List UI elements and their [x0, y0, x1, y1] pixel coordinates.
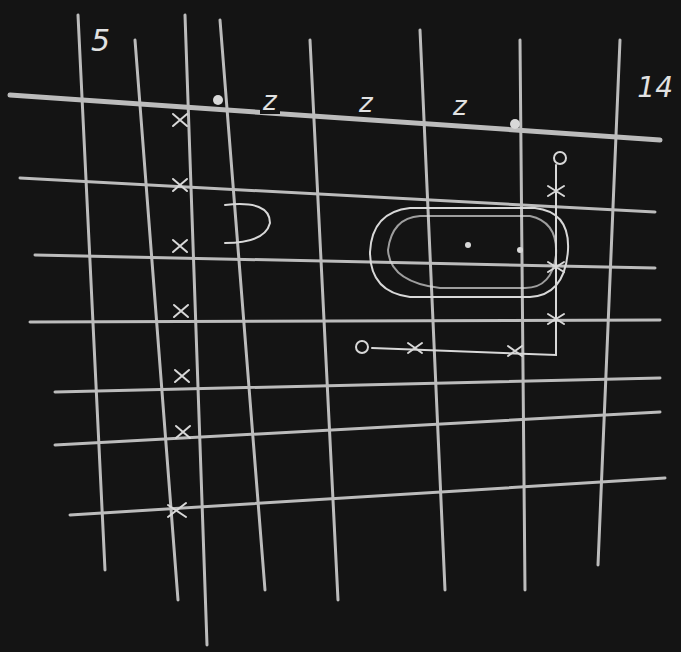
corner-number: 5 [88, 26, 113, 56]
corner-number: 14 [634, 74, 676, 102]
site-label: z [450, 93, 470, 119]
site-label: z [356, 90, 376, 116]
site-label: z [260, 88, 280, 114]
